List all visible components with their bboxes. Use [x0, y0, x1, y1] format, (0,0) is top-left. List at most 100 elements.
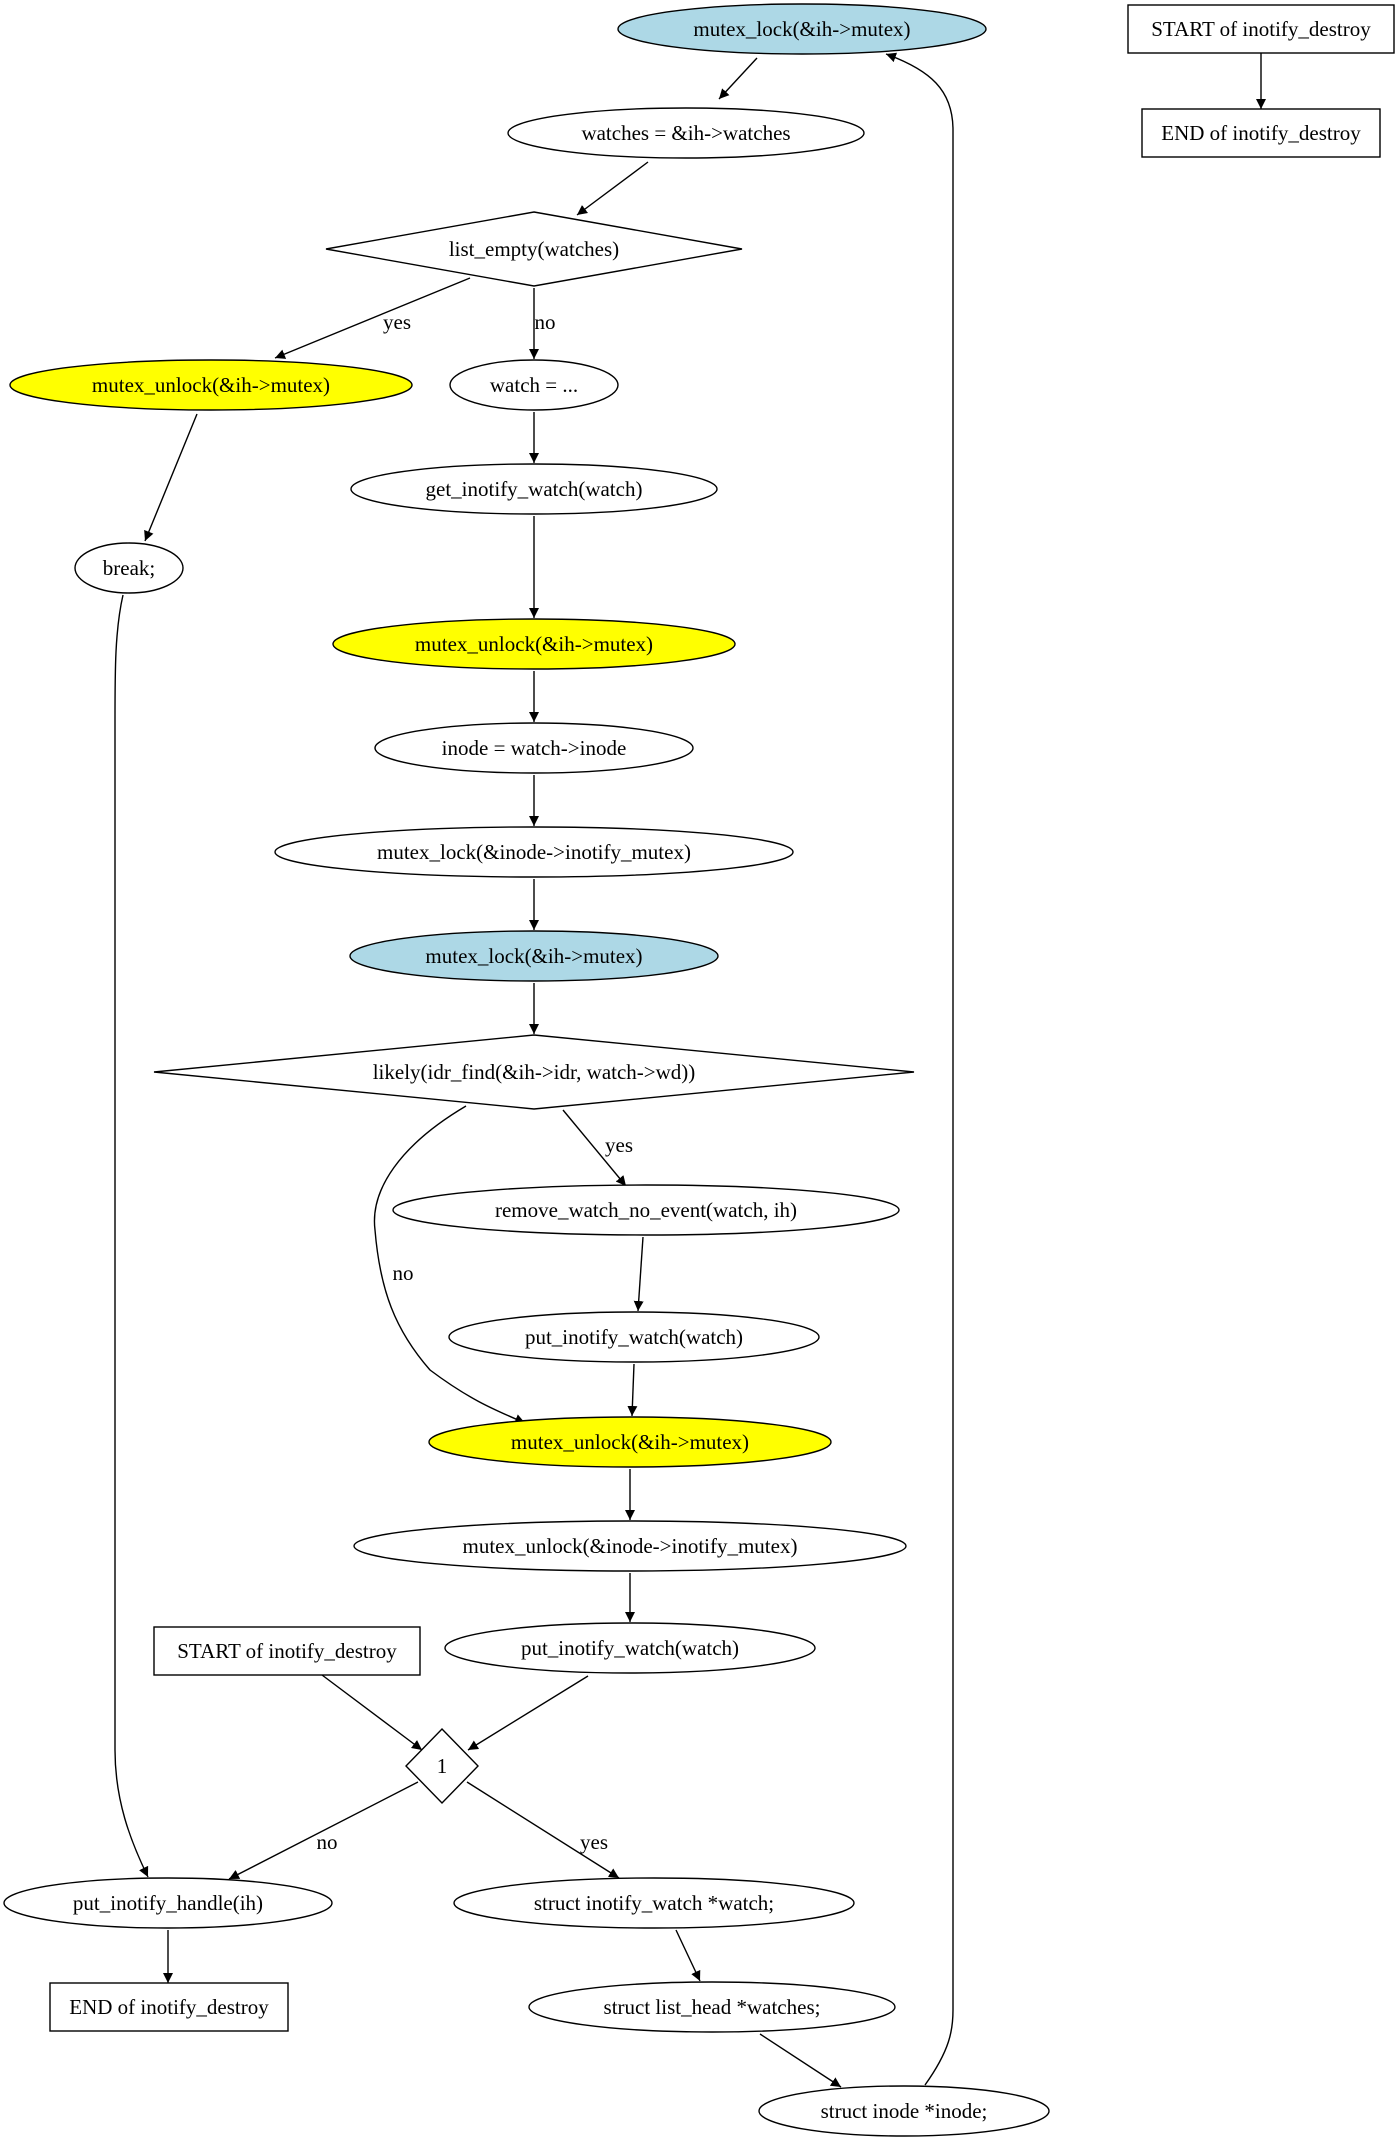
edge-break_stmt-to-put_handle — [114, 594, 149, 1878]
ellipse-shape — [507, 107, 865, 159]
box-shape — [153, 1626, 421, 1676]
node-label: END of inotify_destroy — [69, 1995, 269, 2019]
ellipse-shape — [3, 1877, 333, 1929]
edge-label-yes: yes — [605, 1133, 633, 1157]
ellipse-shape — [758, 2085, 1050, 2137]
ellipse-shape — [353, 1520, 907, 1572]
node-label: break; — [103, 556, 155, 580]
node-mutex-lock-inode: mutex_lock(&inode->inotify_mutex) — [274, 826, 794, 878]
node-label: put_inotify_watch(watch) — [521, 1636, 739, 1660]
edge-arrow — [228, 1781, 419, 1880]
ellipse-shape — [350, 463, 718, 515]
node-mutex-unlock-low: mutex_unlock(&ih->mutex) — [428, 1416, 832, 1468]
edge-arrow — [885, 52, 954, 2086]
edge-put_watch_2-to-decision_one — [467, 1675, 589, 1751]
edge-struct_watch-to-struct_list_head — [675, 1929, 701, 1982]
ellipse-shape — [374, 722, 694, 774]
edge-arrow — [467, 1675, 589, 1751]
node-label: struct list_head *watches; — [604, 1995, 821, 2019]
edge-arrow — [274, 277, 471, 359]
node-likely-idr-find: likely(idr_find(&ih->idr, watch->wd)) — [153, 1034, 915, 1110]
edge-list_empty-to-mutex_unlock_left: yes — [274, 277, 471, 359]
ellipse-shape — [349, 930, 719, 982]
edge-arrow — [759, 2033, 842, 2088]
edge-arrow — [633, 1236, 644, 1312]
node-label: 1 — [437, 1754, 448, 1778]
box-shape — [49, 1982, 289, 2032]
node-end-main: END of inotify_destroy — [49, 1982, 289, 2032]
node-mutex-lock-top: mutex_lock(&ih->mutex) — [617, 3, 987, 55]
edge-arrow — [144, 413, 198, 542]
edge-arrow — [627, 1363, 638, 1417]
edge-label-yes: yes — [383, 310, 411, 334]
node-list-empty: list_empty(watches) — [325, 211, 743, 287]
node-label: mutex_lock(&inode->inotify_mutex) — [377, 840, 691, 864]
node-label: END of inotify_destroy — [1161, 121, 1361, 145]
node-label: watches = &ih->watches — [581, 121, 790, 145]
ellipse-shape — [392, 1184, 900, 1236]
node-label: struct inode *inode; — [821, 2099, 988, 2123]
ellipse-shape — [332, 618, 736, 670]
edge-struct_list_head-to-struct_inode — [759, 2033, 842, 2088]
node-label: watch = ... — [490, 373, 578, 397]
ellipse-shape — [428, 1416, 832, 1468]
ellipse-shape — [617, 3, 987, 55]
node-mutex-unlock-mid: mutex_unlock(&ih->mutex) — [332, 618, 736, 670]
node-label: START of inotify_destroy — [1151, 17, 1371, 41]
edge-list_empty-to-watch_assign: no — [529, 288, 556, 359]
diamond-shape — [153, 1034, 915, 1110]
ellipse-shape — [444, 1622, 816, 1674]
node-decision-one: 1 — [405, 1727, 479, 1805]
node-mutex-unlock-inode: mutex_unlock(&inode->inotify_mutex) — [353, 1520, 907, 1572]
edge-arrow — [114, 594, 149, 1878]
edge-decision_one-to-struct_watch: yes — [466, 1781, 620, 1879]
node-mutex-lock-mid: mutex_lock(&ih->mutex) — [349, 930, 719, 982]
node-start-side: START of inotify_destroy — [1127, 4, 1395, 54]
edge-label-no: no — [317, 1830, 338, 1854]
ellipse-shape — [274, 826, 794, 878]
edge-arrow — [373, 1105, 526, 1424]
node-label: mutex_unlock(&inode->inotify_mutex) — [463, 1534, 798, 1558]
node-end-side: END of inotify_destroy — [1141, 108, 1381, 158]
edge-put_watch_1-to-mutex_unlock_low — [627, 1363, 638, 1417]
edge-label-no: no — [535, 310, 556, 334]
edge-arrow — [321, 1674, 423, 1751]
edge-decision_one-to-put_handle: no — [228, 1781, 419, 1880]
edge-watches_assign-to-list_empty — [576, 161, 649, 216]
ellipse-shape — [453, 1877, 855, 1929]
diamond-shape — [405, 1727, 479, 1805]
ellipse-shape — [449, 359, 619, 411]
node-struct-list-head: struct list_head *watches; — [528, 1981, 896, 2033]
node-label: inode = watch->inode — [442, 736, 627, 760]
node-label: mutex_unlock(&ih->mutex) — [511, 1430, 749, 1454]
node-label: START of inotify_destroy — [177, 1639, 397, 1663]
node-struct-watch: struct inotify_watch *watch; — [453, 1877, 855, 1929]
edge-likely_idr_find-to-mutex_unlock_low: no — [373, 1105, 526, 1424]
node-put-watch-2: put_inotify_watch(watch) — [444, 1622, 816, 1674]
edge-arrow — [562, 1109, 627, 1187]
ellipse-shape — [74, 542, 184, 594]
node-label: mutex_lock(&ih->mutex) — [425, 944, 642, 968]
node-struct-inode: struct inode *inode; — [758, 2085, 1050, 2137]
edge-label-no: no — [393, 1261, 414, 1285]
edge-mutex_lock_top-to-watches_assign — [718, 57, 758, 100]
edge-remove_watch-to-put_watch_1 — [633, 1236, 644, 1312]
edge-label-yes: yes — [580, 1830, 608, 1854]
edge-mutex_unlock_left-to-break_stmt — [144, 413, 198, 542]
node-label: mutex_unlock(&ih->mutex) — [92, 373, 330, 397]
node-label: put_inotify_handle(ih) — [73, 1891, 263, 1915]
node-put-watch-1: put_inotify_watch(watch) — [448, 1311, 820, 1363]
diamond-shape — [325, 211, 743, 287]
node-mutex-unlock-left: mutex_unlock(&ih->mutex) — [9, 359, 413, 411]
edge-likely_idr_find-to-remove_watch: yes — [562, 1109, 633, 1187]
edge-struct_inode-to-mutex_lock_top — [885, 52, 954, 2086]
node-label: mutex_lock(&ih->mutex) — [693, 17, 910, 41]
box-shape — [1141, 108, 1381, 158]
node-label: struct inotify_watch *watch; — [534, 1891, 774, 1915]
edge-arrow — [576, 161, 649, 216]
nodes-layer: mutex_lock(&ih->mutex)watches = &ih->wat… — [3, 3, 1395, 2137]
node-inode-assign: inode = watch->inode — [374, 722, 694, 774]
node-watches-assign: watches = &ih->watches — [507, 107, 865, 159]
box-shape — [1127, 4, 1395, 54]
